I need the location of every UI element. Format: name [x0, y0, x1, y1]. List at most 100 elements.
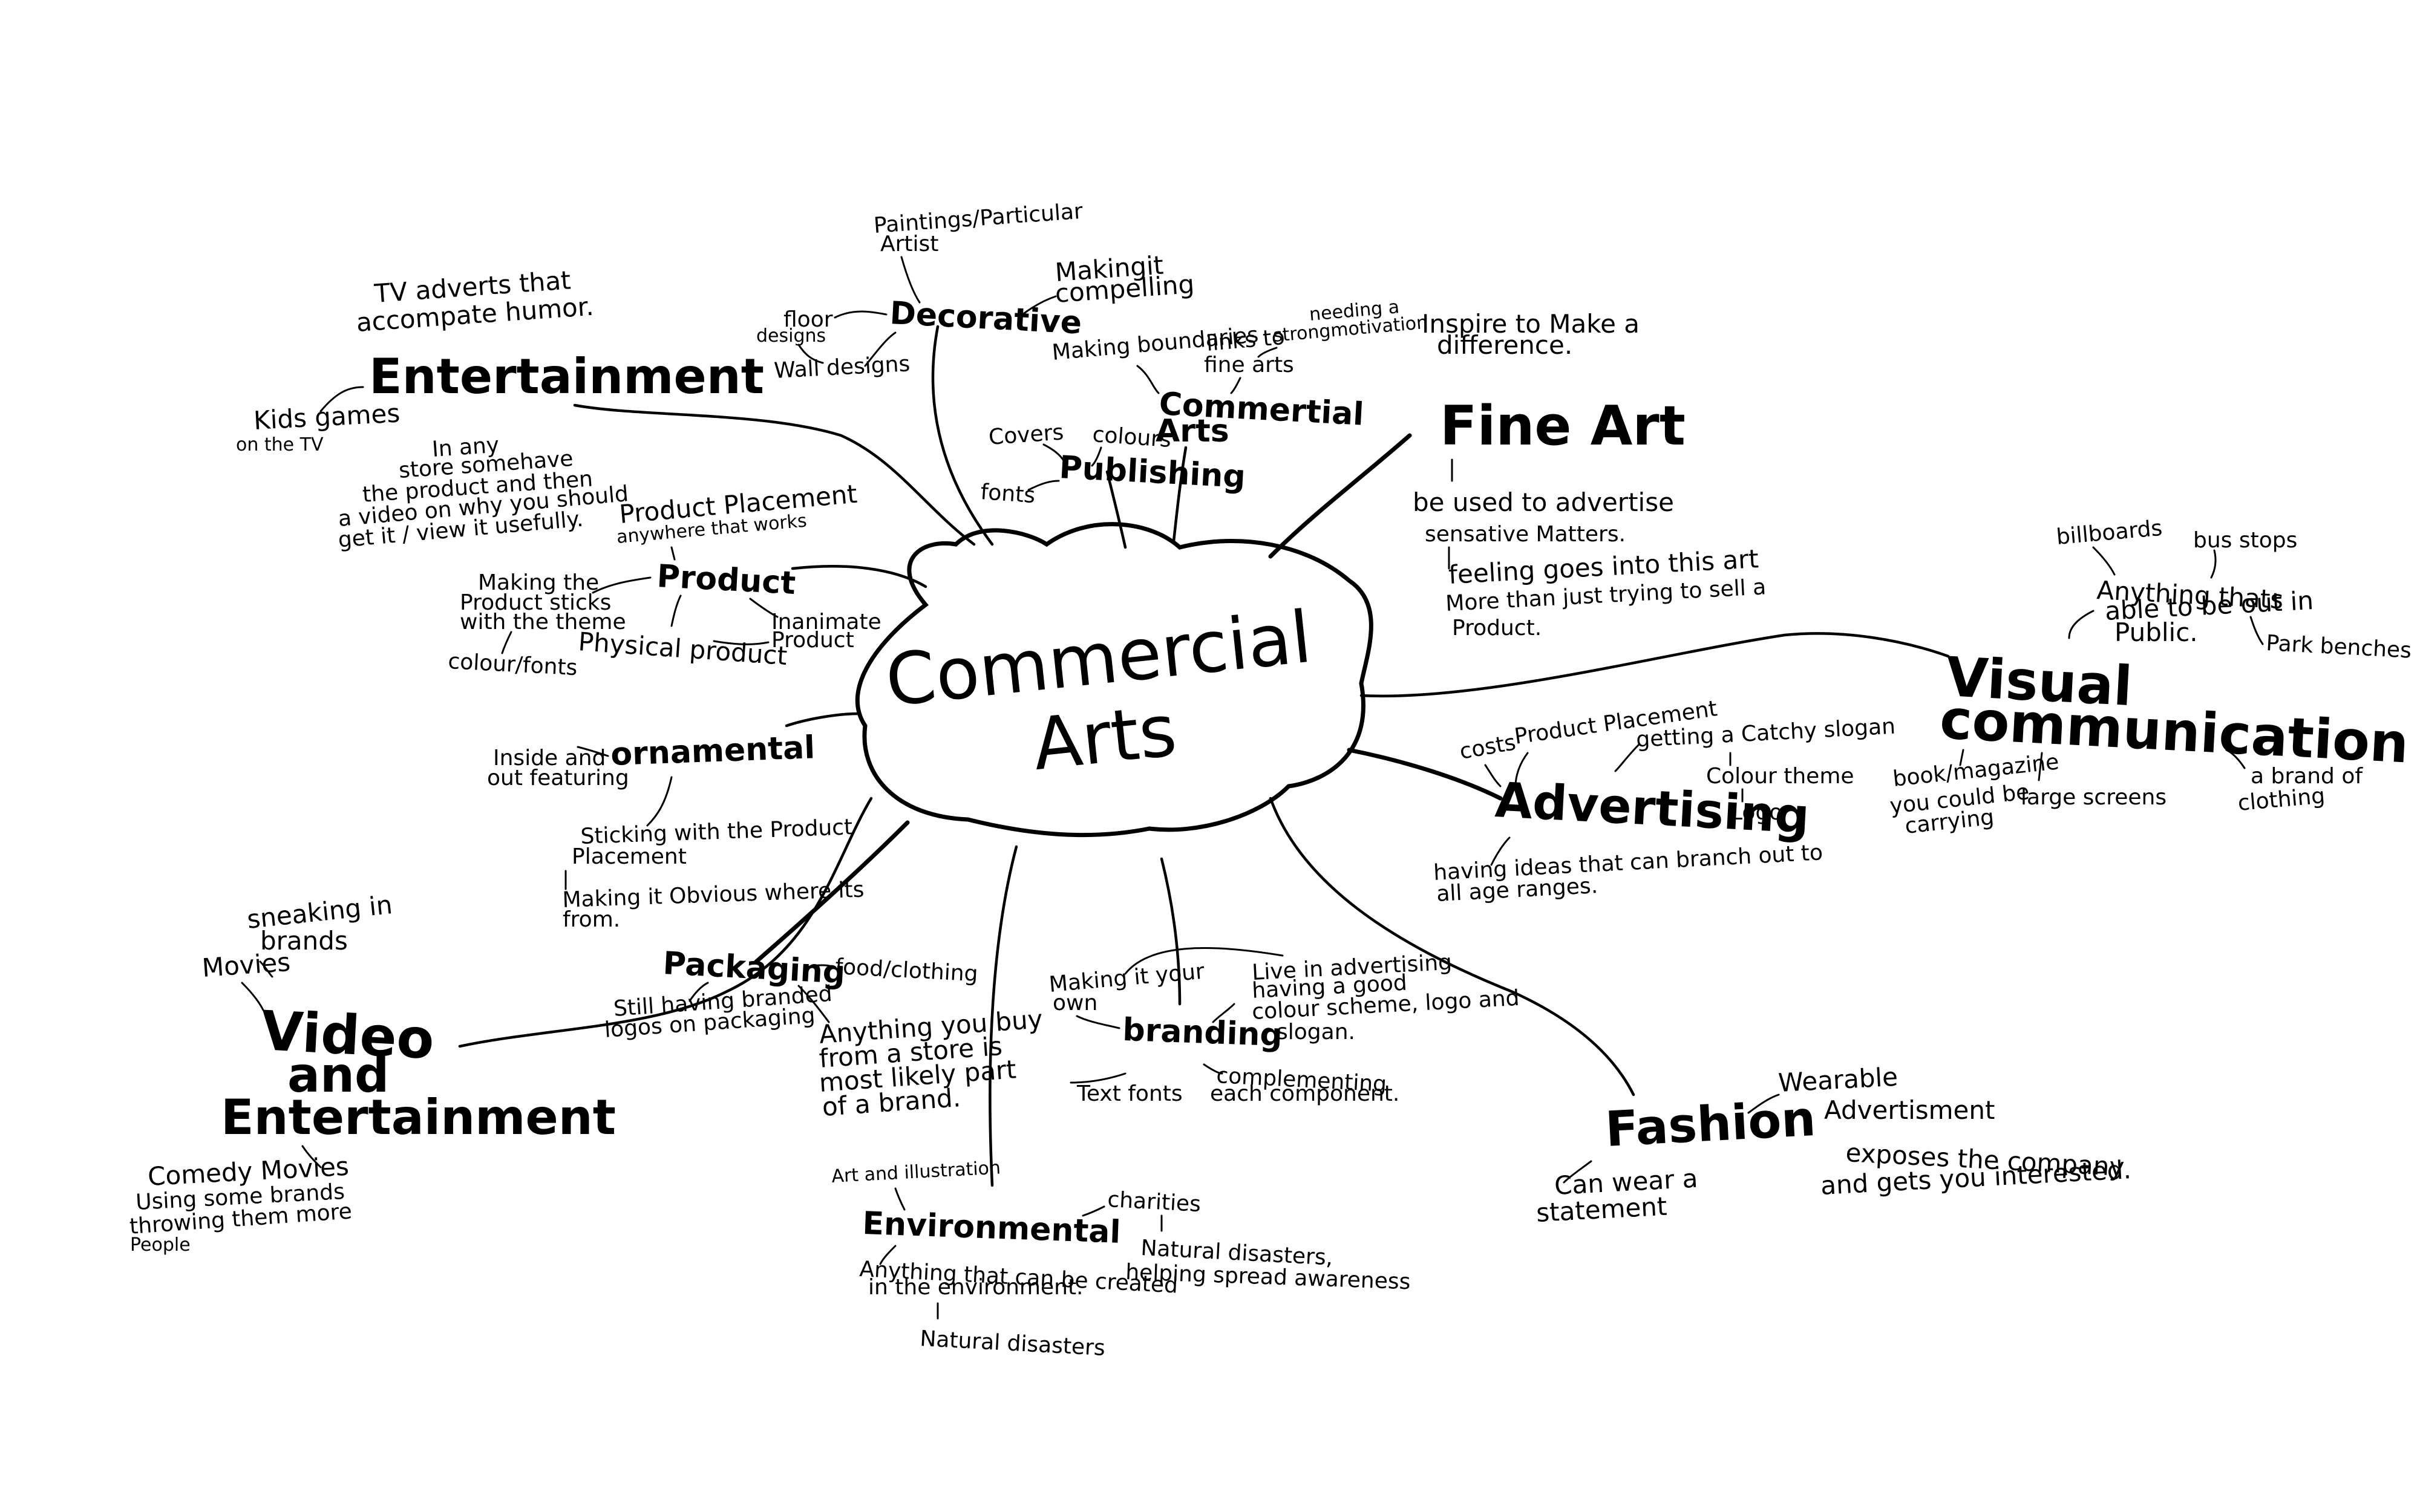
link-catchy-slogan [1614, 743, 1641, 772]
note-natural-disasters: Natural disasters [920, 1326, 1106, 1361]
note-making-stick-3: with the theme [460, 610, 626, 634]
link-comedy-movies [301, 1145, 322, 1168]
note-making-own-2: own [1053, 991, 1097, 1015]
link-wall-designs [864, 331, 897, 367]
link-wearable [1747, 1093, 1780, 1114]
node-publishing: Publishing [1058, 449, 1246, 495]
node-fashion: Fashion [1604, 1090, 1817, 1158]
note-can-wear-2: statement [1535, 1191, 1668, 1228]
note-making-stick-1: Making the [478, 570, 599, 595]
link-paintings [900, 256, 921, 304]
branch-line-packaging [754, 820, 910, 964]
note-be-used-1: be used to advertise [1413, 487, 1674, 517]
branch-line-branding [1160, 857, 1182, 1006]
branch-line-advertising [1347, 748, 1503, 801]
note-park-benches: Park benches [2266, 631, 2412, 663]
note-costs: costs [1457, 730, 1517, 764]
link-floor-designs [834, 310, 888, 319]
note-advertisement: Advertisment [1824, 1095, 1995, 1125]
note-wearable: Wearable [1777, 1062, 1898, 1098]
note-logo: Logo [1730, 800, 1782, 825]
note-physical-product: Physical product [577, 627, 788, 671]
note-live-advertising-4: slogan. [1277, 1020, 1355, 1044]
branch-line-publishing [1105, 470, 1127, 549]
link-making-stick [592, 576, 652, 594]
note-kids-games-2: on the TV [236, 434, 324, 455]
node-branding: branding [1122, 1012, 1283, 1054]
note-inspire-2: difference. [1437, 330, 1572, 360]
note-inside-out-2: out featuring [487, 766, 629, 790]
branch-line-fashion [1269, 797, 1635, 1097]
node-video-line-1: Video [260, 999, 436, 1072]
link-environmental-down [879, 1245, 897, 1265]
node-decorative: Decorative [889, 295, 1082, 342]
link-text-fonts [1070, 1072, 1127, 1084]
link-inside-out [577, 746, 609, 757]
branch-line-product [791, 565, 927, 588]
link-large-screens [2038, 752, 2043, 781]
note-large-screens: large screens [2021, 785, 2167, 810]
note-floor-designs-2: designs [756, 325, 826, 347]
link-floor-arrow [797, 344, 824, 364]
note-charities: charities [1107, 1187, 1202, 1217]
link-covers [1042, 443, 1066, 464]
branch-line-decorative [931, 325, 994, 546]
note-food-clothing: food/clothing [835, 954, 979, 986]
note-covers: Covers [988, 420, 1065, 450]
link-brand-clothing [2225, 749, 2246, 769]
branch-line-fine-art [1268, 433, 1412, 559]
note-floor-designs-1: floor [783, 307, 833, 332]
note-anything-created-2: in the environment. [868, 1275, 1084, 1300]
link-kids-games [319, 386, 364, 412]
node-video-line-2: and [287, 1047, 389, 1103]
link-park-benches [2249, 616, 2264, 645]
link-charities [1082, 1205, 1105, 1217]
note-billboards: billboards [2055, 516, 2163, 550]
branch-line-visual-communication [1359, 632, 1950, 698]
link-costs [1484, 764, 1502, 787]
branch-lines [458, 325, 1950, 1187]
link-ornamental-down [646, 776, 673, 827]
note-fonts: fonts [979, 480, 1036, 508]
node-commercial-arts-line-2: Arts [1156, 413, 1229, 449]
note-inanimate-1: Inanimate [771, 610, 881, 634]
link-food-clothing [803, 964, 833, 969]
note-text-fonts: Text fonts [1076, 1081, 1183, 1106]
note-inspire-1: Inspire to Make a [1422, 309, 1640, 339]
note-sticking-2: Placement [572, 844, 687, 869]
branch-line-ornamental [785, 712, 861, 728]
note-brand-clothing-1: a brand of [2251, 764, 2363, 789]
note-bus-stops: bus stops [2193, 528, 2297, 553]
link-inanimate [749, 598, 779, 618]
link-sneaking [259, 960, 273, 978]
note-sneaking-2: brands [260, 926, 348, 956]
node-video-line-3: Entertainment [221, 1089, 616, 1145]
link-inanimate-arrow [713, 640, 770, 645]
link-making-boundaries [1136, 365, 1160, 394]
link-product-placement [670, 546, 676, 561]
node-environmental: Environmental [862, 1205, 1122, 1251]
link-movies [241, 982, 264, 1011]
link-still-branded [688, 982, 709, 1002]
note-be-used-2: sensative Matters. [1425, 522, 1626, 547]
link-complementing [1203, 1063, 1223, 1075]
note-art-illustration: Art and illustration [831, 1157, 1001, 1187]
link-book-magazine [1959, 749, 1964, 766]
central-cloud [855, 522, 1373, 838]
branch-line-video-entertainment [458, 797, 873, 1048]
link-fonts [1027, 480, 1060, 491]
note-colour-theme: Colour theme [1706, 764, 1854, 789]
note-making-obvious-2: from. [563, 907, 620, 932]
link-live-advertising [1212, 1003, 1235, 1023]
note-complementing-2: each component. [1210, 1081, 1399, 1106]
note-wall-designs: Wall designs [773, 351, 911, 383]
link-having-ideas [1490, 836, 1511, 866]
node-entertainment: Entertainment [369, 348, 764, 405]
branch-line-environmental [989, 845, 1018, 1187]
note-comedy-4: People [130, 1234, 191, 1256]
note-colours: colours [1091, 422, 1172, 452]
link-making-compelling [1021, 295, 1057, 316]
note-paintings-2: Artist [880, 232, 938, 256]
link-product-placement-adv [1514, 752, 1529, 787]
